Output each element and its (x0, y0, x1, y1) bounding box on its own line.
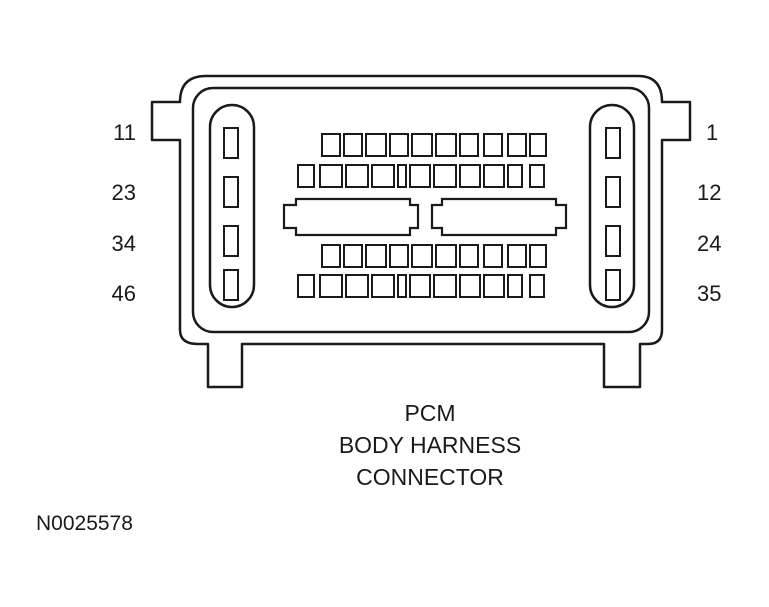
pin-label-12: 12 (697, 180, 722, 205)
left-cavity-column (208, 103, 256, 309)
grid-pin-cavity (409, 274, 431, 298)
grid-pin-cavity (411, 244, 433, 268)
grid-pin-cavity (371, 164, 395, 188)
grid-pin-cavity (297, 274, 315, 298)
pin-label-1: 1 (706, 120, 719, 145)
grid-pin-cavity (389, 244, 409, 268)
grid-pin-cavity (433, 164, 457, 188)
grid-pin-cavity (319, 274, 343, 298)
reference-number: N0025578 (36, 512, 133, 535)
grid-pin-cavity (529, 133, 547, 157)
grid-pin-cavity (433, 274, 457, 298)
left-side-pin (223, 127, 239, 159)
grid-pin-cavity (529, 164, 545, 188)
pin-label-23: 23 (111, 180, 136, 205)
grid-pin-cavity (365, 133, 387, 157)
grid-pin-cavity (483, 274, 505, 298)
left-blade-slot (282, 197, 420, 237)
grid-pin-cavity (435, 133, 457, 157)
caption-line-3: CONNECTOR (356, 464, 504, 490)
grid-pin-cavity (343, 244, 363, 268)
right-side-pin (605, 225, 621, 257)
grid-pin-cavity (529, 244, 547, 268)
grid-pin-cavity (435, 244, 457, 268)
connector-face (191, 86, 651, 334)
pin-label-34: 34 (111, 231, 136, 256)
grid-pin-cavity (507, 274, 523, 298)
grid-pin-cavity (397, 164, 407, 188)
grid-pin-cavity (483, 164, 505, 188)
grid-pin-cavity (459, 133, 479, 157)
caption-line-2: BODY HARNESS (338, 432, 522, 458)
grid-pin-cavity (507, 164, 523, 188)
grid-pin-cavity (459, 164, 481, 188)
grid-pin-cavity (345, 274, 369, 298)
right-side-pin (605, 127, 621, 159)
pin-label-11: 11 (113, 120, 136, 145)
grid-pin-cavity (297, 164, 315, 188)
pin-label-24: 24 (697, 231, 722, 256)
grid-pin-cavity (459, 244, 479, 268)
grid-pin-cavity (459, 274, 481, 298)
grid-pin-cavity (371, 274, 395, 298)
right-side-pin (605, 269, 621, 301)
grid-pin-cavity (319, 164, 343, 188)
grid-pin-cavity (483, 244, 503, 268)
side-pins (223, 127, 621, 301)
right-cavity-column (588, 103, 636, 309)
right-blade-slot (430, 197, 568, 237)
left-side-pin (223, 176, 239, 208)
grid-pin-cavity (411, 133, 433, 157)
grid-pin-cavity (389, 133, 409, 157)
connector-housing (150, 74, 692, 389)
grid-pin-cavity (345, 164, 369, 188)
left-side-pin (223, 225, 239, 257)
pin-label-35: 35 (697, 281, 722, 306)
grid-pin-cavity (529, 274, 545, 298)
grid-pin-cavity (321, 133, 341, 157)
grid-pin-cavity (507, 244, 527, 268)
grid-pin-cavity (409, 164, 431, 188)
right-side-pin (605, 176, 621, 208)
grid-pin-cavity (321, 244, 341, 268)
grid-pin-cavity (483, 133, 503, 157)
grid-pin-cavity (365, 244, 387, 268)
grid-pin-cavity (343, 133, 363, 157)
left-side-pin (223, 269, 239, 301)
pin-label-46: 46 (111, 281, 136, 306)
grid-pins (297, 133, 547, 298)
grid-pin-cavity (397, 274, 407, 298)
grid-pin-cavity (507, 133, 527, 157)
caption-line-1: PCM (404, 400, 456, 426)
